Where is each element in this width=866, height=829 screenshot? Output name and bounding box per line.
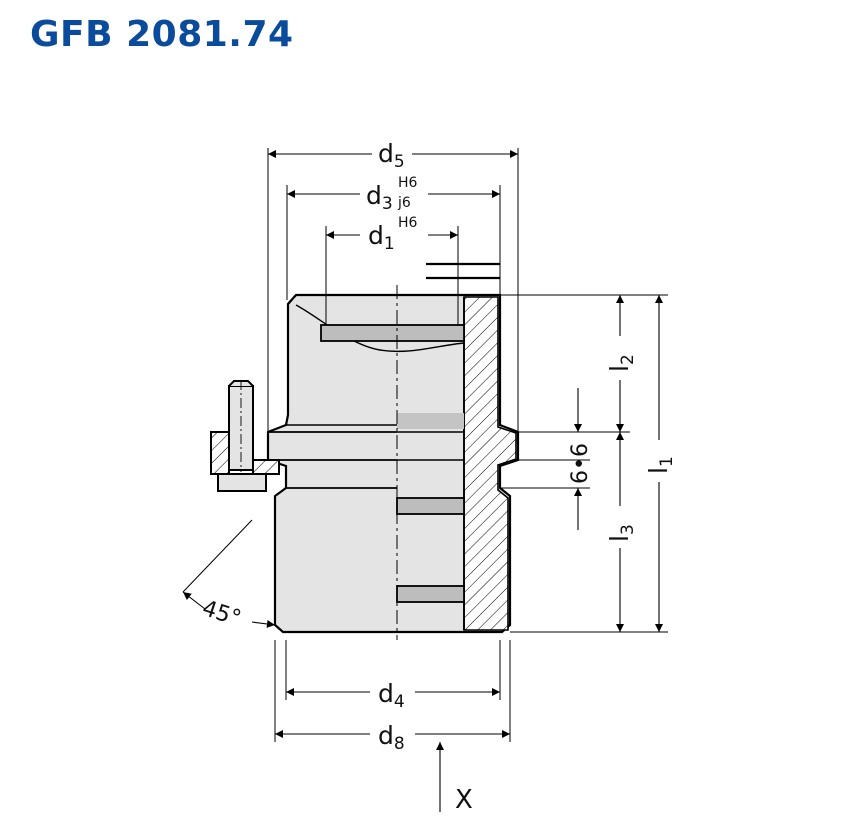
direction-label: X	[455, 785, 473, 815]
extension-lines	[182, 148, 668, 742]
dim-d3-tol-lower: j6	[397, 195, 411, 211]
dim-d4-label: d4	[378, 679, 405, 712]
side-screw	[210, 380, 280, 492]
dim-l2-label: l2	[605, 354, 638, 372]
part-body	[266, 285, 520, 640]
parallelism-symbol	[426, 262, 500, 280]
dim-d3-label: d3	[366, 181, 393, 214]
dimension-lines	[182, 150, 663, 812]
groove-label: 6•6	[568, 443, 593, 484]
page-title: GFB 2081.74	[30, 14, 294, 55]
dim-l3-label: l3	[605, 524, 638, 542]
angle-label: 45°	[199, 596, 244, 632]
dim-d1-tol: H6	[398, 215, 418, 231]
dim-d8-label: d8	[378, 721, 405, 754]
section-hatch	[463, 296, 517, 631]
dim-l1-label: l1	[644, 456, 677, 474]
dim-d5-label: d5	[378, 139, 405, 172]
dim-d3-tol-upper: H6	[398, 175, 418, 191]
body-outline	[266, 293, 520, 634]
dim-d1-label: d1	[368, 221, 395, 254]
